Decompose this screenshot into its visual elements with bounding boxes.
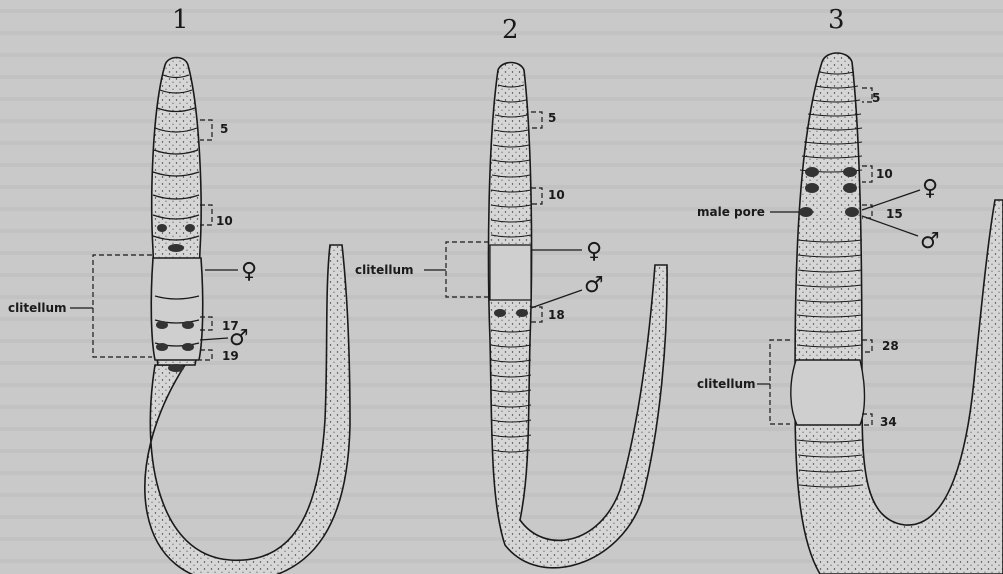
worm-2-clitellum-label: clitellum bbox=[355, 263, 414, 277]
worm-2-male-symbol: ♂ bbox=[584, 273, 604, 298]
worm-3-male-symbol: ♂ bbox=[920, 229, 940, 254]
panel-3-number: 3 bbox=[828, 5, 845, 35]
worm-1-female-symbol: ♀ bbox=[241, 259, 257, 284]
worm-3-segment-34: 34 bbox=[880, 415, 897, 429]
worm-1-male-symbol: ♂ bbox=[229, 326, 249, 351]
worm-3-male-pore-label: male pore bbox=[697, 205, 765, 219]
worm-1-segment-19: 19 bbox=[222, 349, 239, 363]
worm-2-female-symbol: ♀ bbox=[586, 239, 602, 264]
worm-2-clitellum bbox=[490, 245, 531, 300]
worm-1-segment-10: 10 bbox=[216, 214, 233, 228]
worm-3-segment-15: 15 bbox=[886, 207, 903, 221]
worm-3-segment-5: 5 bbox=[872, 91, 880, 105]
worm-3-clitellum-label: clitellum bbox=[697, 377, 756, 391]
worm-3-segment-28: 28 bbox=[882, 339, 899, 353]
worm-1-clitellum-label: clitellum bbox=[8, 301, 67, 315]
worm-1-segment-5: 5 bbox=[220, 122, 228, 136]
worm-3-segment-10: 10 bbox=[876, 167, 893, 181]
panel-1-number: 1 bbox=[172, 5, 189, 35]
worm-2-segment-5: 5 bbox=[548, 111, 556, 125]
worm-3-clitellum bbox=[791, 360, 865, 425]
panel-2-number: 2 bbox=[502, 15, 519, 45]
worm-2-segment-10: 10 bbox=[548, 188, 565, 202]
worm-3-female-symbol: ♀ bbox=[922, 176, 938, 201]
worm-2-segment-18: 18 bbox=[548, 308, 565, 322]
